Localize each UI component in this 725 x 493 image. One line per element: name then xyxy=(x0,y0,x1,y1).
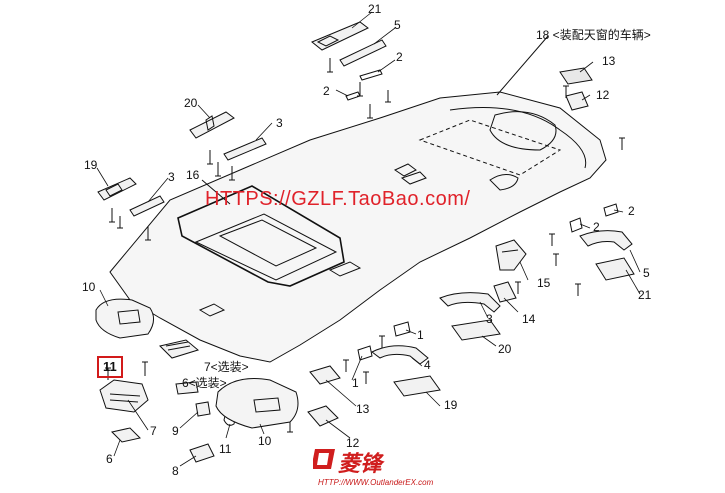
bracket-5-top xyxy=(339,39,387,67)
assist-grip-3 xyxy=(439,292,501,313)
callout-12-lower: 12 xyxy=(346,436,360,450)
callout-1-upper: 1 xyxy=(417,328,424,342)
store-watermark: HTTPS://GZLF.TaoBao.com/ xyxy=(205,188,471,210)
sunroof-inner xyxy=(218,219,318,267)
callout-2-right-a: 2 xyxy=(628,204,635,218)
callout-19-left: 19 xyxy=(84,158,98,172)
callout-10-left: 10 xyxy=(82,280,96,294)
callout-5-right: 5 xyxy=(643,266,650,280)
lens-6 xyxy=(111,427,141,443)
sunroof-frame xyxy=(177,185,345,287)
grip-bracket-19 xyxy=(393,375,441,397)
bracket-2-top xyxy=(359,69,383,81)
callout-13-top: 13 xyxy=(602,54,616,68)
headliner-slot xyxy=(328,261,362,277)
lamp-7 xyxy=(99,379,149,413)
callout-21-right: 21 xyxy=(638,288,652,302)
bolt-11 xyxy=(105,367,111,380)
sun-visor-right xyxy=(215,378,299,429)
callout-20-top: 20 xyxy=(184,96,198,110)
callout-11-lower: 11 xyxy=(219,442,232,456)
clip-6 xyxy=(175,381,199,395)
headliner-slot xyxy=(393,163,417,177)
bracket-3-upper xyxy=(223,137,267,161)
lamp-12-top xyxy=(565,91,589,111)
callout-6-optional: 6<选装> xyxy=(182,376,227,390)
callout-11-highlighted: 11 xyxy=(97,356,123,378)
headliner-rear-contour xyxy=(449,107,587,169)
callout-14: 14 xyxy=(522,312,536,326)
callout-21-top: 21 xyxy=(368,2,382,16)
assist-grip-5 xyxy=(579,230,633,251)
lamp-13-top xyxy=(559,67,593,85)
headliner-slot xyxy=(198,303,226,317)
callout-2-right-b: 2 xyxy=(593,220,600,234)
callout-15: 15 xyxy=(537,276,551,290)
callout-19-grip: 19 xyxy=(444,398,458,412)
holder-12 xyxy=(307,405,339,427)
callout-6-lens: 6 xyxy=(106,452,113,466)
assist-grip-4 xyxy=(371,345,429,365)
headliner-slot xyxy=(400,171,427,185)
callout-2-mid: 2 xyxy=(323,84,330,98)
callout-3-lower: 3 xyxy=(168,170,175,184)
callout-2-top: 2 xyxy=(396,50,403,64)
cover-8 xyxy=(189,443,215,463)
holder-13 xyxy=(309,365,341,385)
footer-url: HTTP://WWW.OutlanderEX.com xyxy=(318,478,434,487)
bracket-3-lower xyxy=(129,195,165,217)
callout-7-lamp: 7 xyxy=(150,424,157,438)
bracket-21-top xyxy=(311,21,369,51)
sun-visor-left xyxy=(95,298,154,339)
cover-1a xyxy=(393,321,411,337)
bracket-19 xyxy=(97,177,137,201)
vanity-holder-7 xyxy=(159,339,200,359)
callout-1-lower: 1 xyxy=(352,376,359,390)
headliner-dome xyxy=(489,174,519,191)
bracket-20 xyxy=(189,111,235,139)
callout-13-lower: 13 xyxy=(356,402,370,416)
cover-1b xyxy=(357,345,373,361)
bolt-2c xyxy=(603,203,619,217)
grip-bracket-21 xyxy=(595,257,635,281)
sunroof-dashed-outline xyxy=(418,119,562,176)
bracket-21-top-detail xyxy=(316,35,340,47)
sunroof-glass xyxy=(194,213,338,281)
callout-7-optional: 7<选装> xyxy=(204,360,249,374)
callout-20-grip: 20 xyxy=(498,342,512,356)
clip-9 xyxy=(195,401,211,417)
callout-8: 8 xyxy=(172,464,179,478)
callout-18-sunroof: 18 <装配天窗的车辆> xyxy=(536,28,651,42)
brand-logo-icon xyxy=(313,449,335,469)
callout-4: 4 xyxy=(424,358,431,372)
grip-bracket-20 xyxy=(451,319,501,341)
callout-5-top: 5 xyxy=(394,18,401,32)
headliner-rear-recess xyxy=(489,111,557,151)
callout-3-upper: 3 xyxy=(276,116,283,130)
brand-logo-text: 菱锋 xyxy=(338,452,383,477)
callout-10-right: 10 xyxy=(258,434,272,448)
callout-12-top: 12 xyxy=(596,88,610,102)
callout-9: 9 xyxy=(172,424,179,438)
callout-3-grip: 3 xyxy=(486,312,493,326)
clip-14 xyxy=(493,281,517,303)
callout-16: 16 xyxy=(186,168,200,182)
headliner-panel xyxy=(109,91,607,363)
